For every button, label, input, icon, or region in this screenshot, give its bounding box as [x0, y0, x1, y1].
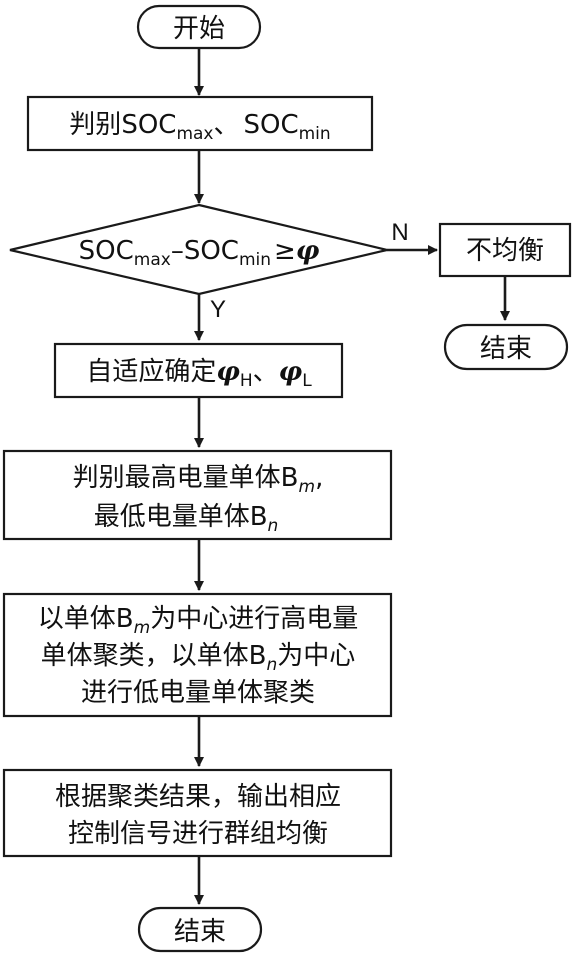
identify-soc-min: min — [299, 124, 331, 144]
cluster-m: m — [134, 618, 151, 638]
end-right-text: 结束 — [480, 334, 532, 364]
cluster-l2-a: 单体聚类，以单体B — [41, 641, 267, 671]
decision-soc1: SOC — [79, 236, 134, 266]
decision-phi: φ — [296, 236, 320, 266]
identify-soc-text: 判别SOCmax、SOCmin — [69, 110, 330, 144]
decision-max: max — [134, 250, 171, 270]
no-balance-node: 不均衡 — [438, 222, 572, 278]
start-text: 开始 — [173, 14, 225, 44]
end-node-right: 结束 — [443, 323, 569, 371]
identify-cells-line1-prefix: 判别最高电量单体B — [73, 463, 299, 493]
cluster-line2: 单体聚类，以单体Bn为中心 — [41, 641, 356, 675]
adaptive-text: 自适应确定φH、φL — [86, 357, 312, 391]
adaptive-prefix: 自适应确定 — [86, 357, 216, 387]
identify-cells-line1: 判别最高电量单体Bm, — [73, 463, 324, 497]
decision-minus: – — [171, 236, 184, 266]
adaptive-phi2: φ — [279, 357, 303, 387]
adaptive-phi1: φ — [216, 357, 240, 387]
identify-cells-node: 判别最高电量单体Bm, 最低电量单体Bn — [2, 449, 393, 541]
cluster-l1-a: 以单体B — [38, 604, 134, 634]
label-yes: Y — [210, 296, 226, 323]
no-balance-text: 不均衡 — [466, 236, 544, 266]
cluster-node: 以单体Bm为中心进行高电量 单体聚类，以单体Bn为中心 进行低电量单体聚类 — [2, 592, 393, 718]
identify-soc-sep: 、 — [213, 110, 239, 140]
decision-soc2: SOC — [184, 236, 239, 266]
connectors — [194, 48, 510, 905]
cluster-line3: 进行低电量单体聚类 — [81, 678, 315, 708]
decision-text: SOCmax–SOCmin≥φ — [79, 236, 320, 270]
identify-soc-node: 判别SOCmax、SOCmin — [26, 95, 374, 152]
output-node: 根据聚类结果，输出相应 控制信号进行群组均衡 — [2, 768, 393, 858]
cluster-n: n — [267, 655, 278, 675]
decision-node: SOCmax–SOCmin≥φ — [9, 203, 388, 296]
adaptive-node: 自适应确定φH、φL — [53, 342, 344, 399]
cluster-line1: 以单体Bm为中心进行高电量 — [38, 604, 358, 638]
identify-cells-n: n — [268, 516, 279, 536]
identify-soc-soc1: SOC — [121, 110, 176, 140]
output-line2: 控制信号进行群组均衡 — [68, 819, 328, 849]
identify-cells-line2: 最低电量单体Bn — [94, 502, 279, 536]
identify-soc-max: max — [176, 124, 213, 144]
cluster-l1-b: 为中心进行高电量 — [150, 604, 358, 634]
decision-geq: ≥ — [274, 236, 296, 266]
decision-min: min — [239, 250, 271, 270]
identify-cells-comma: , — [315, 463, 323, 493]
end-bottom-text: 结束 — [174, 917, 226, 947]
adaptive-h: H — [240, 371, 253, 391]
output-line1: 根据聚类结果，输出相应 — [55, 782, 341, 812]
adaptive-sep: 、 — [253, 357, 279, 387]
start-node: 开始 — [136, 4, 262, 50]
identify-soc-soc2: SOC — [244, 110, 299, 140]
adaptive-l: L — [302, 371, 312, 391]
identify-cells-m: m — [299, 477, 316, 497]
label-no: N — [391, 219, 408, 246]
end-node-bottom: 结束 — [137, 906, 263, 953]
cluster-l2-b: 为中心 — [277, 641, 355, 671]
identify-cells-line2-prefix: 最低电量单体B — [94, 502, 268, 532]
identify-soc-prefix: 判别 — [69, 110, 121, 140]
